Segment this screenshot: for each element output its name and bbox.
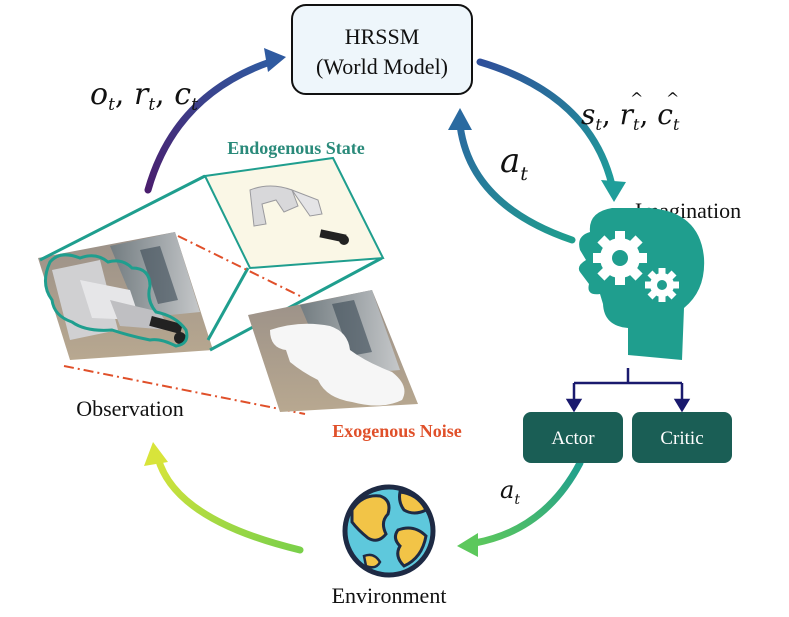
action-top-label: at bbox=[500, 141, 528, 185]
hat-r: ^ bbox=[630, 89, 643, 108]
observation-label: Observation bbox=[76, 396, 184, 421]
svg-text:st, rt, ct: st, rt, ct bbox=[581, 98, 680, 134]
action-bottom-label: at bbox=[500, 476, 520, 508]
endogenous-projection-lines bbox=[39, 174, 383, 352]
head-gears-icon bbox=[578, 208, 705, 360]
arrow-observation-to-world-model bbox=[144, 48, 286, 194]
exogenous-label: Exogenous Noise bbox=[332, 421, 462, 441]
arrow-actor-to-environment bbox=[457, 459, 584, 557]
arrow-environment-to-observation bbox=[144, 442, 304, 554]
arrow-world-model-to-imagination bbox=[476, 58, 626, 202]
arrow-imagination-to-world-model bbox=[448, 108, 576, 244]
inputs-label: ot, rt, ct bbox=[90, 77, 198, 115]
endogenous-image bbox=[203, 156, 385, 270]
actor-box: Actor bbox=[523, 412, 623, 463]
actor-label: Actor bbox=[551, 428, 595, 449]
outputs-label: st, rt, ct ^ ^ bbox=[581, 89, 680, 134]
world-model-box: HRSSM (World Model) bbox=[291, 4, 473, 95]
endogenous-label: Endogenous State bbox=[227, 138, 365, 158]
exogenous-image bbox=[248, 290, 418, 412]
actor-critic-connector bbox=[565, 368, 691, 413]
exogenous-projection-lines bbox=[63, 235, 306, 415]
hat-c: ^ bbox=[666, 89, 679, 108]
critic-box: Critic bbox=[632, 412, 732, 463]
endogenous-outline bbox=[44, 253, 189, 348]
globe-icon bbox=[342, 484, 436, 578]
critic-label: Critic bbox=[660, 428, 703, 449]
environment-label: Environment bbox=[332, 583, 447, 608]
world-model-title: HRSSM bbox=[345, 24, 420, 49]
world-model-subtitle: (World Model) bbox=[316, 54, 448, 79]
